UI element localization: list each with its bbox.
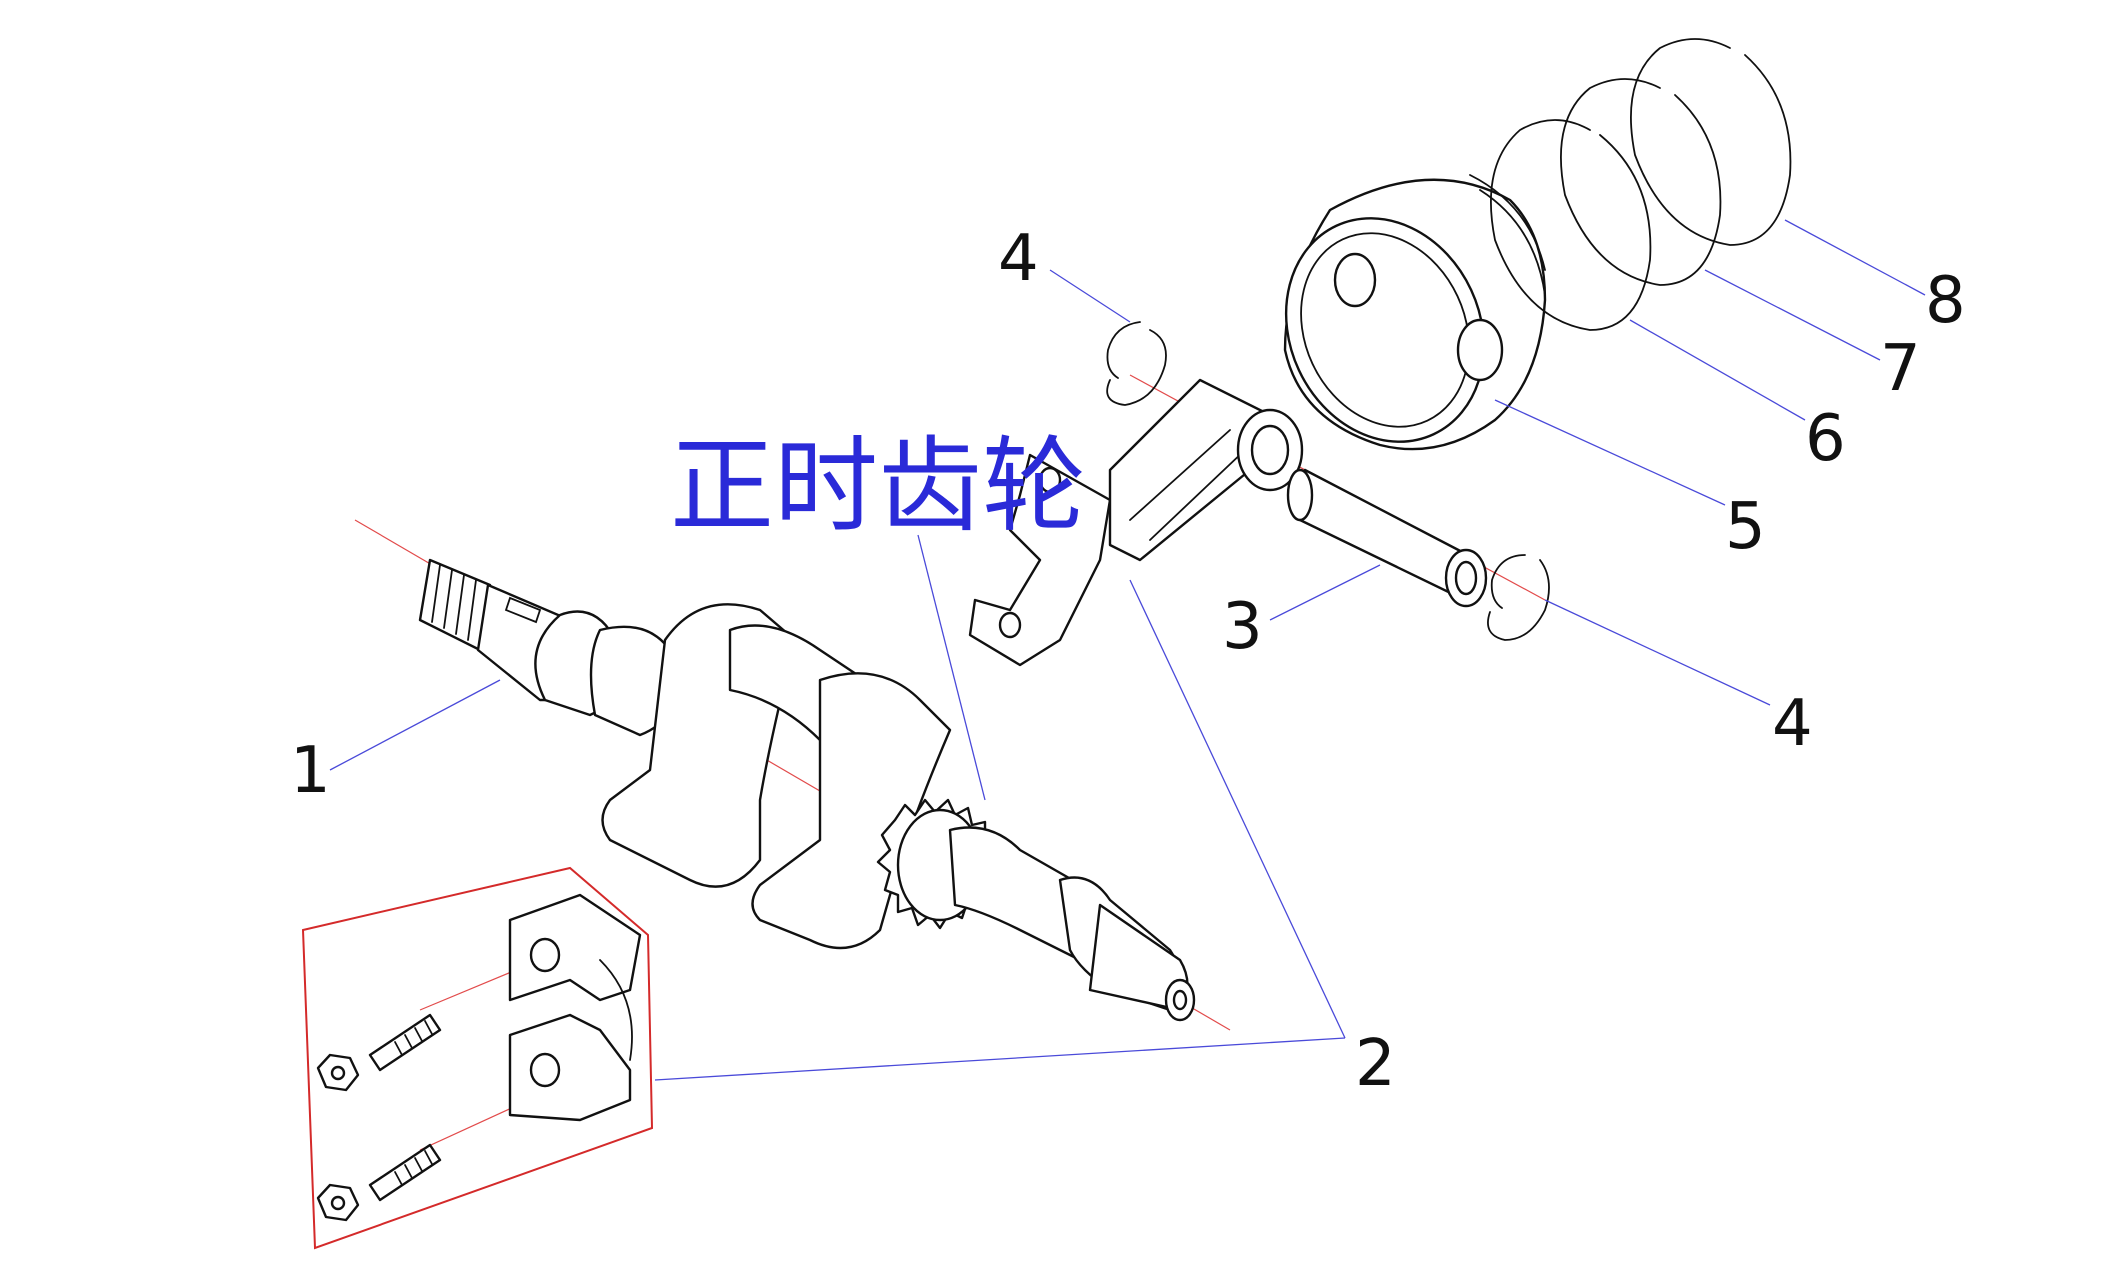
- leader-6: [1629, 319, 1806, 421]
- leader-2a: [654, 1037, 1346, 1081]
- callout-4-right: 4: [1772, 687, 1813, 761]
- circlip-left: [1106, 321, 1167, 406]
- leader-timing-gear: [917, 534, 986, 801]
- callout-7: 7: [1880, 332, 1921, 406]
- callout-5: 5: [1725, 490, 1766, 564]
- callout-3: 3: [1222, 590, 1263, 664]
- timing-gear-annotation: 正时齿轮: [670, 425, 1086, 547]
- leader-4b: [1544, 599, 1771, 706]
- bolt-lower: [316, 1143, 442, 1222]
- callout-6: 6: [1805, 402, 1846, 476]
- callout-4-top: 4: [998, 222, 1039, 296]
- rod-bearing-cap: [508, 893, 642, 1122]
- cap-group-frame: [301, 866, 654, 1250]
- bearing-cap-lower: [508, 1013, 632, 1122]
- wrist-pin: [1286, 468, 1488, 608]
- piston: [1283, 174, 1547, 451]
- leader-7: [1704, 269, 1881, 361]
- rod-big-end: [968, 453, 1112, 667]
- piston-pin-boss-right: [1456, 318, 1504, 382]
- rod-cap-hole: [998, 611, 1022, 639]
- piston-ring-8: [1630, 38, 1792, 246]
- leader-8: [1784, 219, 1926, 296]
- leader-5: [1494, 399, 1726, 506]
- circlip-right: [1487, 554, 1550, 641]
- bolt-upper: [316, 1013, 442, 1092]
- piston-ring-7: [1560, 78, 1722, 286]
- connecting-rod: [968, 378, 1304, 667]
- leader-2b: [1129, 579, 1346, 1039]
- leader-4a: [1049, 269, 1131, 323]
- leader-lines: [329, 219, 1926, 1081]
- cap-bolts: [316, 1013, 442, 1222]
- callout-8: 8: [1925, 264, 1966, 338]
- leader-3: [1269, 564, 1381, 621]
- crankshaft: [418, 558, 1196, 1022]
- leader-1: [329, 679, 501, 771]
- piston-ring-6: [1490, 119, 1652, 331]
- callout-1: 1: [290, 734, 331, 808]
- bearing-cap-upper: [508, 893, 642, 1002]
- callout-labels: 1 2 3 4 4 5 6 7 8: [290, 222, 1966, 1101]
- piston-pin-boss-left: [1333, 252, 1377, 308]
- callout-2: 2: [1355, 1027, 1396, 1101]
